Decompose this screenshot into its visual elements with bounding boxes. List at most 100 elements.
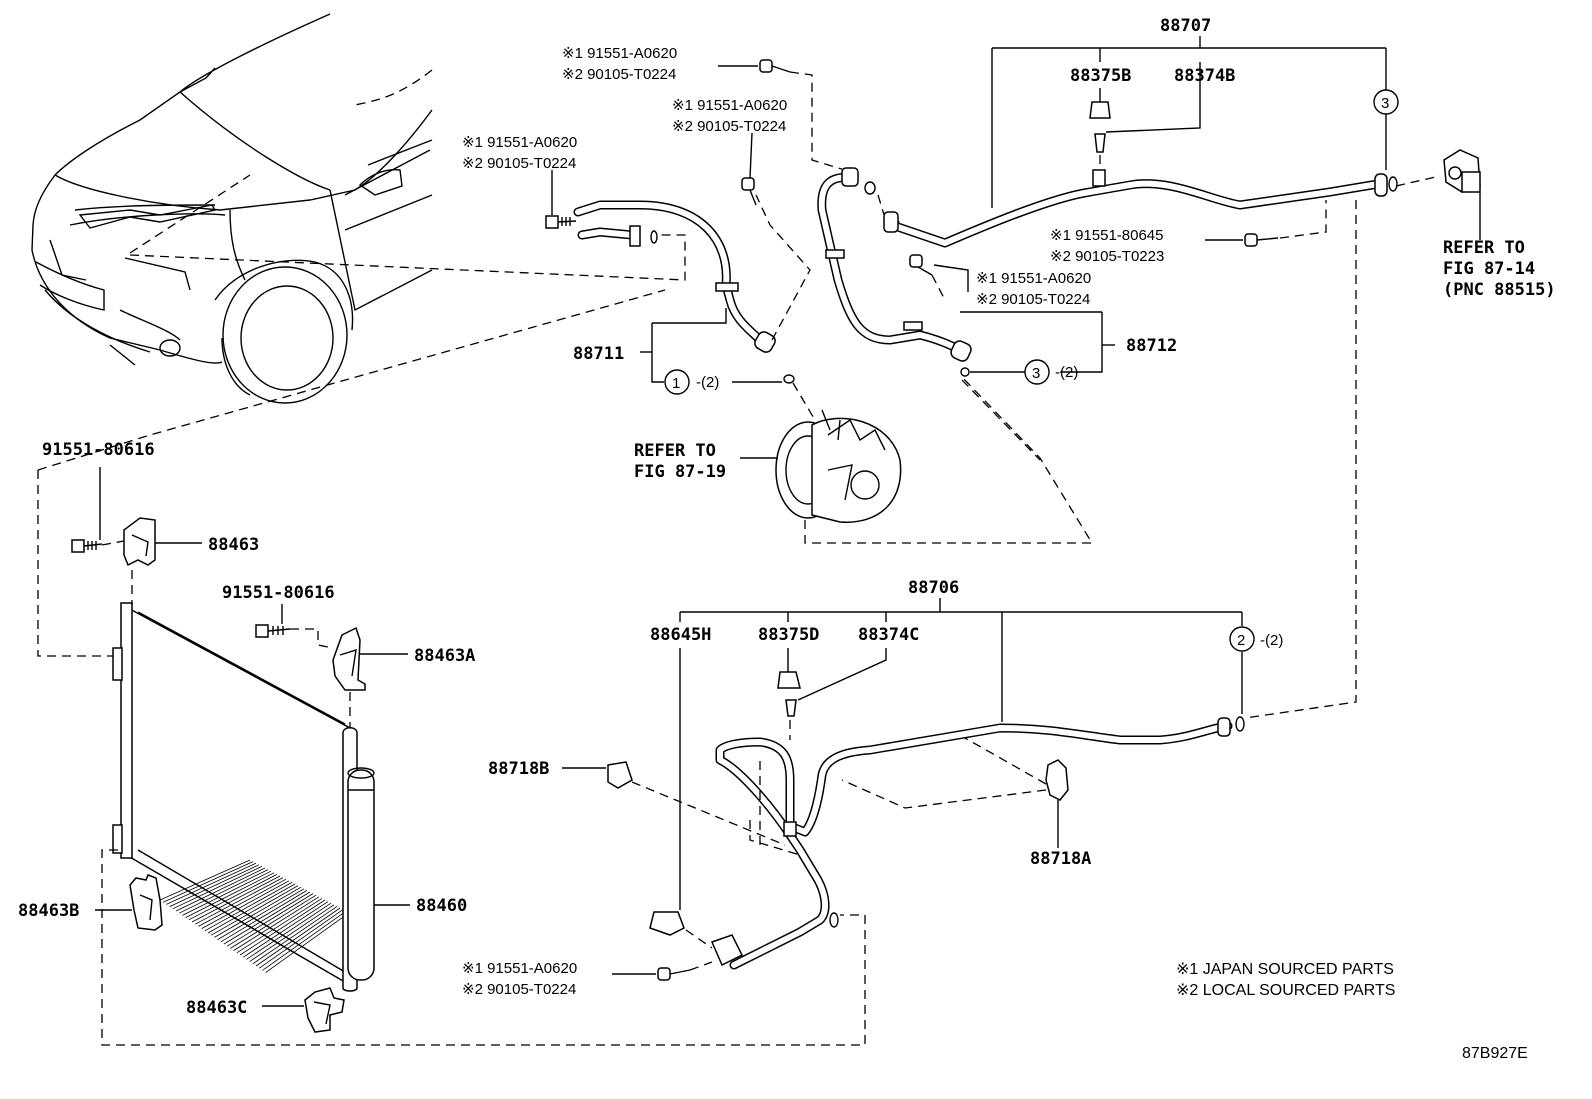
condenser-fin — [179, 869, 269, 914]
condenser-fin — [169, 864, 260, 907]
condenser-fin — [172, 866, 263, 910]
refer-compressor-line2: FIG 87-19 — [634, 462, 726, 482]
label-88718A: 88718A — [1030, 849, 1091, 869]
legend-japan-sourced: ※1 JAPAN SOURCED PARTS — [1176, 961, 1394, 978]
label-88718B: 88718B — [488, 759, 549, 779]
bolt-b-local: ※2 90105-T0224 — [672, 118, 786, 135]
bolt-b-japan: ※1 91551-A0620 — [672, 97, 787, 114]
heater-unit-connector — [1443, 149, 1481, 240]
condenser-fin — [220, 890, 308, 943]
bolt-91551-80616-mid — [255, 624, 334, 649]
condenser-fin — [166, 862, 257, 905]
callout-2-qty: -(2) — [1260, 632, 1283, 649]
label-88707: 88707 — [1160, 16, 1211, 36]
liquid-tube-88706 — [710, 716, 1245, 970]
condenser-fin — [198, 878, 287, 927]
bolt-f-local: ※2 90105-T0224 — [462, 981, 576, 998]
callout-2-text: 2 — [1237, 632, 1245, 649]
condenser-fin — [246, 902, 332, 960]
condenser-fin — [217, 888, 305, 940]
condenser-fin — [207, 883, 296, 934]
condenser-fin — [242, 901, 329, 958]
label-88711: 88711 — [573, 344, 624, 364]
condenser-fin — [252, 906, 338, 965]
bolt-c — [718, 59, 791, 73]
callout-1-qty: -(2) — [696, 374, 719, 391]
valve-core-88374B — [1094, 133, 1106, 170]
vehicle-front-sketch — [31, 13, 433, 404]
condenser-fin — [204, 882, 293, 932]
refer-heater-line3: (PNC 88515) — [1443, 280, 1556, 300]
condenser-fin — [191, 875, 281, 923]
label-88706: 88706 — [908, 578, 959, 598]
callout-1 — [664, 369, 690, 395]
label-88374C: 88374C — [858, 625, 919, 645]
label-88463A: 88463A — [414, 646, 475, 666]
condenser-fin — [182, 870, 272, 916]
condenser-fin — [265, 912, 350, 973]
condenser-fin — [226, 893, 314, 947]
condenser-fin — [214, 886, 302, 938]
clamp-88718A — [841, 737, 1069, 848]
condenser-fin — [236, 898, 323, 954]
bolt-d — [1205, 200, 1327, 247]
condenser-fin — [239, 899, 326, 956]
bolt-b — [741, 132, 757, 206]
clamp-88718B — [562, 761, 786, 846]
label-88463C: 88463C — [186, 998, 247, 1018]
label-91551-80616-left: 91551-80616 — [42, 440, 155, 460]
condenser-fin — [230, 894, 317, 949]
valve-core-88374C — [785, 648, 887, 740]
bolt-e-local: ※2 90105-T0224 — [976, 291, 1090, 308]
bracket-88463C — [304, 987, 345, 1033]
condenser-fin — [188, 874, 278, 921]
condenser-fin — [211, 885, 299, 936]
label-88712: 88712 — [1126, 336, 1177, 356]
condenser-fin — [201, 880, 290, 929]
suction-hose-88712 — [817, 167, 972, 362]
callout-3-top-text: 3 — [1381, 95, 1389, 112]
bolt-91551-80616-left — [71, 539, 125, 553]
callout-3-suction-text: 3 — [1032, 365, 1040, 382]
bolt-c-japan: ※1 91551-A0620 — [562, 45, 677, 62]
label-88460: 88460 — [416, 896, 467, 916]
callout-3-top — [1373, 89, 1399, 115]
bracket-88463A — [332, 626, 366, 728]
condenser-fin — [185, 872, 275, 918]
condenser-fin — [195, 877, 284, 925]
refer-compressor-line1: REFER TO — [634, 441, 716, 461]
label-88375B: 88375B — [1070, 66, 1131, 86]
valve-cap-88375B — [1089, 88, 1111, 119]
label-91551-80616-mid: 91551-80616 — [222, 583, 335, 603]
pressure-switch-88645H — [649, 648, 713, 949]
condenser-fin — [233, 896, 320, 951]
valve-cap-88375D — [777, 648, 801, 689]
condenser-fin — [255, 907, 341, 967]
condenser-fin — [223, 891, 311, 945]
bolt-a-japan: ※1 91551-A0620 — [462, 134, 577, 151]
label-88463B: 88463B — [18, 901, 79, 921]
refer-heater-line1: REFER TO — [1443, 238, 1525, 258]
bolt-a — [545, 170, 577, 229]
condenser-assembly — [112, 602, 375, 992]
figure-code: 87B927E — [1462, 1045, 1528, 1062]
bolt-c-local: ※2 90105-T0224 — [562, 66, 676, 83]
bolt-a-local: ※2 90105-T0224 — [462, 155, 576, 172]
bolt-f — [612, 961, 713, 981]
label-88645H: 88645H — [650, 625, 711, 645]
condenser-fin — [163, 861, 254, 903]
discharge-hose-88711 — [573, 200, 776, 353]
bolt-e — [909, 254, 969, 301]
bracket-88463B — [129, 874, 163, 931]
bolt-d-local: ※2 90105-T0223 — [1050, 248, 1164, 265]
label-88463: 88463 — [208, 535, 259, 555]
bolt-e-japan: ※1 91551-A0620 — [976, 270, 1091, 287]
condenser-fin — [258, 909, 344, 969]
callout-3-qty: -(2) — [1055, 364, 1078, 381]
condenser-fin — [159, 859, 251, 901]
label-88374B: 88374B — [1174, 66, 1235, 86]
condenser-fin — [175, 867, 266, 912]
callout-1-text: 1 — [672, 375, 680, 392]
compressor — [775, 409, 902, 523]
